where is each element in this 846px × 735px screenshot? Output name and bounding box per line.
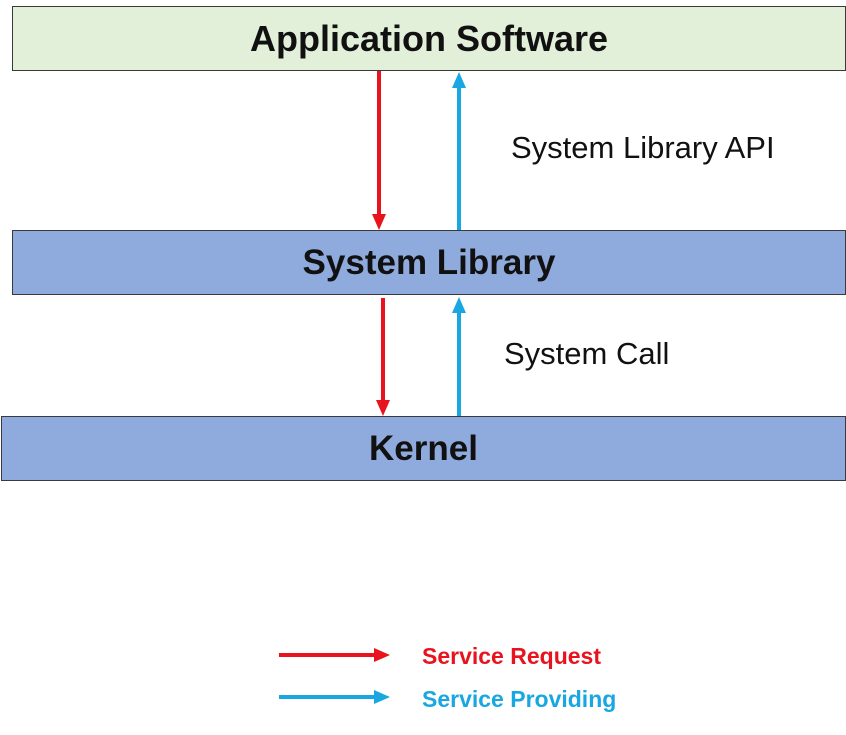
legend-request-arrow bbox=[279, 648, 390, 662]
system-library-layer: System Library bbox=[12, 230, 846, 295]
legend-providing-label: Service Providing bbox=[422, 686, 617, 712]
request-arrow-app-to-library bbox=[372, 71, 386, 230]
application-software-layer: Application Software bbox=[12, 6, 846, 71]
kernel-layer: Kernel bbox=[1, 416, 846, 481]
legend-providing-arrow bbox=[279, 690, 390, 704]
providing-arrow-kernel-to-library bbox=[452, 297, 466, 416]
system-call-label: System Call bbox=[504, 336, 670, 371]
legend-request-label: Service Request bbox=[422, 643, 601, 669]
system-library-api-label: System Library API bbox=[511, 130, 775, 165]
providing-arrow-library-to-app bbox=[452, 72, 466, 230]
request-arrow-library-to-kernel bbox=[376, 298, 390, 416]
